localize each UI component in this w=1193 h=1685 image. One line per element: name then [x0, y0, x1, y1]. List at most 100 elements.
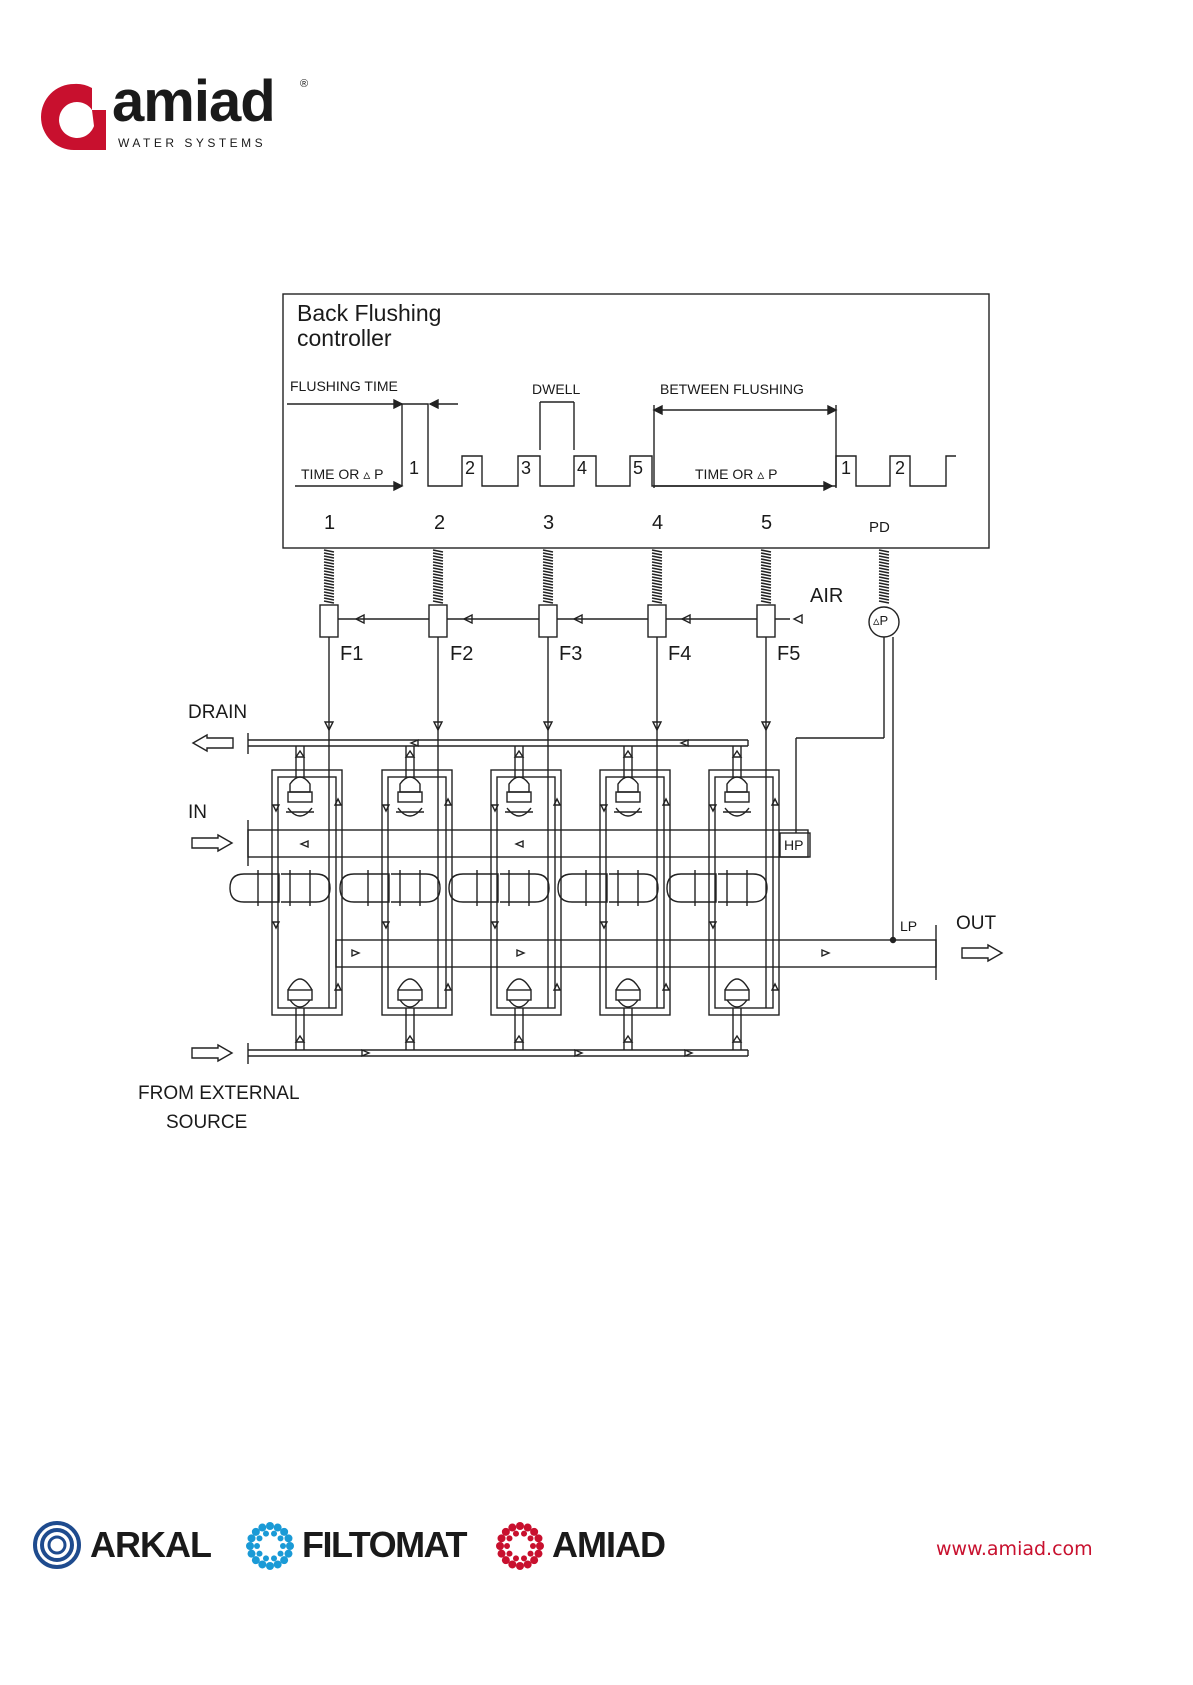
bead	[271, 1555, 277, 1561]
bead	[528, 1535, 534, 1541]
bead	[496, 1542, 504, 1550]
bead	[516, 1522, 524, 1530]
filter-label-f1: F1	[340, 643, 363, 666]
between-flushing-label: BETWEEN FLUSHING	[660, 381, 804, 397]
output-label-3: 3	[543, 512, 554, 535]
in-arrow-icon	[192, 835, 232, 851]
bead	[508, 1524, 516, 1532]
pd-label: PD	[869, 519, 890, 536]
solenoid-valve	[429, 605, 447, 637]
bead	[246, 1542, 254, 1550]
control-cable	[761, 550, 771, 603]
control-cable	[543, 550, 553, 603]
filter-unit	[230, 746, 342, 1050]
out-label: OUT	[956, 913, 996, 935]
dp-gauge-label: ▵P	[873, 613, 888, 629]
pulse-number: 5	[633, 458, 643, 479]
dwell-label: DWELL	[532, 381, 580, 397]
pulse-number: 1	[841, 458, 851, 479]
flow-arrow	[515, 1036, 523, 1042]
manifold-flow-arrow	[822, 950, 829, 956]
amiad-brand: AMIAD	[552, 1524, 665, 1566]
pulse-number: 4	[577, 458, 587, 479]
control-cable	[652, 550, 662, 603]
in-label: IN	[188, 802, 207, 824]
manifold-flow-arrow	[516, 841, 523, 847]
bead	[266, 1522, 274, 1530]
bead	[278, 1535, 284, 1541]
output-label-5: 5	[761, 512, 772, 535]
arkal-brand: ARKAL	[90, 1524, 211, 1566]
bead	[513, 1555, 519, 1561]
flow-arrow	[733, 1036, 741, 1042]
flow-arrow	[624, 751, 632, 757]
filter-label-f2: F2	[450, 643, 473, 666]
solenoid-valve	[757, 605, 775, 637]
bead	[274, 1560, 282, 1568]
bead	[258, 1524, 266, 1532]
arkal-rings-icon	[32, 1520, 82, 1570]
filter-label-f5: F5	[777, 643, 800, 666]
bead	[504, 1543, 510, 1549]
solenoid-valve	[320, 605, 338, 637]
bead	[286, 1542, 294, 1550]
filter-label-f3: F3	[559, 643, 582, 666]
control-cable	[324, 550, 334, 603]
filter-unit	[340, 746, 452, 1050]
control-cable	[879, 550, 889, 603]
pulse-number: 2	[895, 458, 905, 479]
bead	[248, 1550, 256, 1558]
bead	[530, 1543, 536, 1549]
controller-title-line2: controller	[297, 325, 392, 351]
time-or-dp-label-2: TIME OR ▵ P	[695, 466, 777, 483]
output-label-1: 1	[324, 512, 335, 535]
flow-arrow	[515, 751, 523, 757]
bead	[534, 1534, 542, 1542]
filter-unit	[558, 746, 670, 1050]
manifold-flow-arrow	[362, 1050, 369, 1056]
filtomat-beads-icon	[244, 1520, 296, 1572]
bead	[280, 1543, 286, 1549]
external-source-label-line2: SOURCE	[166, 1112, 247, 1134]
time-or-dp-label-1: TIME OR ▵ P	[301, 466, 383, 483]
bead	[271, 1531, 277, 1537]
manifold-flow-arrow	[352, 950, 359, 956]
output-label-2: 2	[434, 512, 445, 535]
control-cable	[433, 550, 443, 603]
website-url[interactable]: www.amiad.com	[936, 1538, 1093, 1560]
filtomat-brand: FILTOMAT	[302, 1524, 466, 1566]
filter-unit	[667, 746, 779, 1050]
bead	[513, 1531, 519, 1537]
bead	[498, 1550, 506, 1558]
out-arrow-icon	[962, 945, 1002, 961]
lp-label: LP	[900, 918, 917, 934]
flow-arrow	[733, 751, 741, 757]
external-source-arrow-icon	[192, 1045, 232, 1061]
filter-label-f4: F4	[668, 643, 691, 666]
pulse-number: 3	[521, 458, 531, 479]
bead	[266, 1562, 274, 1570]
bead	[254, 1543, 260, 1549]
pulse-number: 1	[409, 458, 419, 479]
external-source-label-line1: FROM EXTERNAL	[138, 1083, 300, 1105]
controller-title-line1: Back Flushing	[297, 300, 441, 326]
pulse-number: 2	[465, 458, 475, 479]
bead	[521, 1555, 527, 1561]
air-label: AIR	[810, 585, 843, 608]
bead	[263, 1555, 269, 1561]
output-label-4: 4	[652, 512, 663, 535]
bead	[521, 1531, 527, 1537]
flow-arrow	[406, 751, 414, 757]
manifold-flow-arrow	[575, 1050, 582, 1056]
manifold-flow-arrow	[685, 1050, 692, 1056]
manifold-flow-arrow	[411, 740, 418, 746]
bead	[524, 1560, 532, 1568]
amiad-beads-icon	[494, 1520, 546, 1572]
air-flow-arrow	[794, 615, 802, 623]
flow-arrow	[296, 1036, 304, 1042]
drain-arrow-icon	[193, 735, 233, 751]
drain-label: DRAIN	[188, 702, 247, 724]
bead	[528, 1551, 534, 1557]
manifold-flow-arrow	[517, 950, 524, 956]
